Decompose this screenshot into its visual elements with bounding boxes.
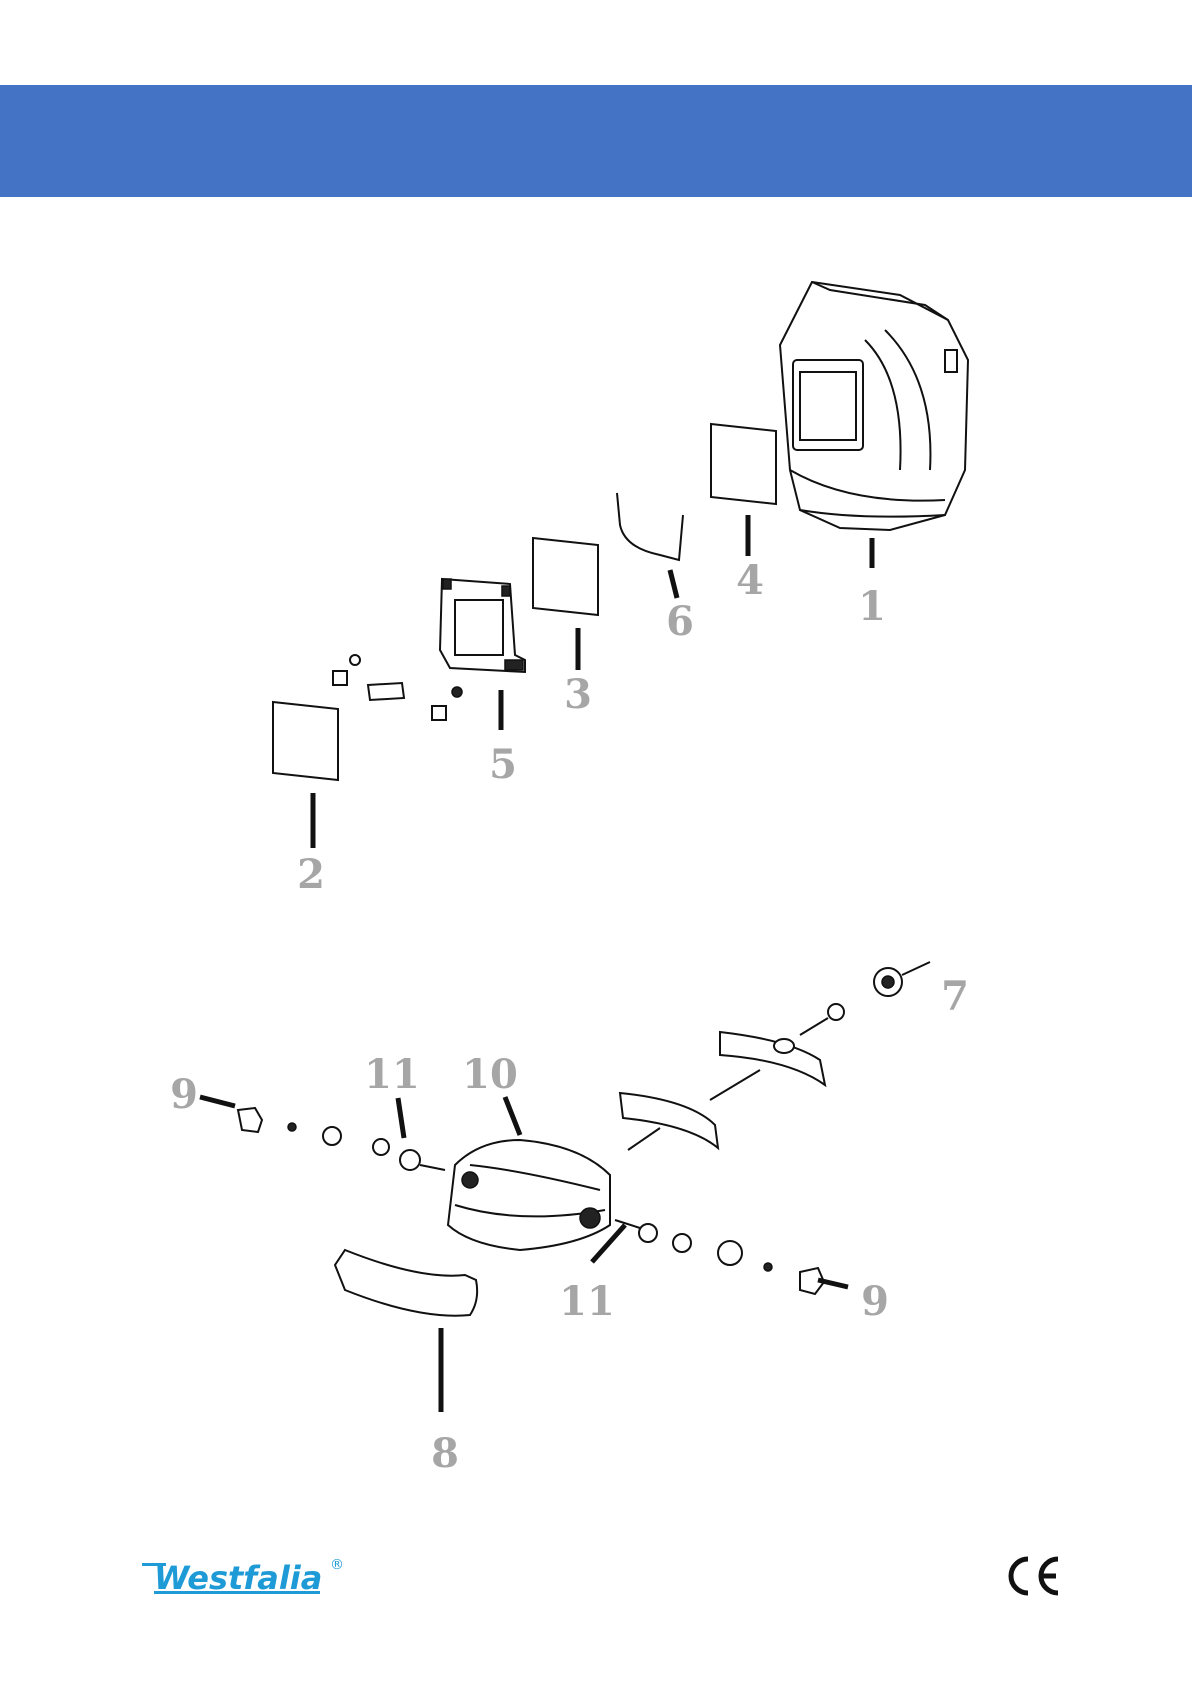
registered-mark: ®	[330, 1557, 344, 1573]
label-9b: 9	[861, 1278, 889, 1325]
label-5: 5	[489, 741, 517, 788]
label-3: 3	[564, 671, 592, 718]
cover-plate-2	[273, 702, 338, 780]
label-2: 2	[297, 851, 325, 898]
ratchet-11-right	[615, 1220, 742, 1265]
knob-9-right	[764, 1263, 824, 1294]
label-11b: 11	[559, 1278, 615, 1325]
sweatband-8	[335, 1250, 477, 1316]
helmet-shell	[780, 282, 968, 530]
leader-9a	[200, 1097, 235, 1106]
rear-strap-upper	[720, 1032, 825, 1085]
label-6: 6	[666, 598, 694, 645]
leader-6	[670, 570, 677, 598]
plate-3	[533, 538, 598, 615]
label-7: 7	[941, 973, 969, 1020]
rear-strap-lower	[620, 1093, 718, 1148]
ce-mark-icon	[1002, 1555, 1062, 1597]
label-8: 8	[431, 1430, 459, 1477]
leader-10	[505, 1097, 520, 1135]
leader-11a	[398, 1098, 404, 1138]
headband-10	[448, 1140, 610, 1250]
wire-clip-6	[617, 493, 683, 560]
label-10: 10	[462, 1051, 518, 1098]
knob-9-left	[238, 1108, 341, 1145]
adjust-knob-7	[800, 962, 930, 1035]
ratchet-11-left	[373, 1139, 445, 1170]
label-11a: 11	[364, 1051, 420, 1098]
label-4: 4	[736, 557, 764, 604]
leader-9b	[818, 1280, 848, 1287]
filter-small-parts	[333, 655, 462, 720]
brand-name: Westfalia	[154, 1559, 322, 1595]
westfalia-logo: Westfalia ®	[142, 1555, 352, 1595]
label-9a: 9	[170, 1071, 198, 1118]
inner-plate-4	[711, 424, 776, 504]
label-1: 1	[858, 583, 886, 630]
filter-frame-5	[440, 579, 525, 672]
